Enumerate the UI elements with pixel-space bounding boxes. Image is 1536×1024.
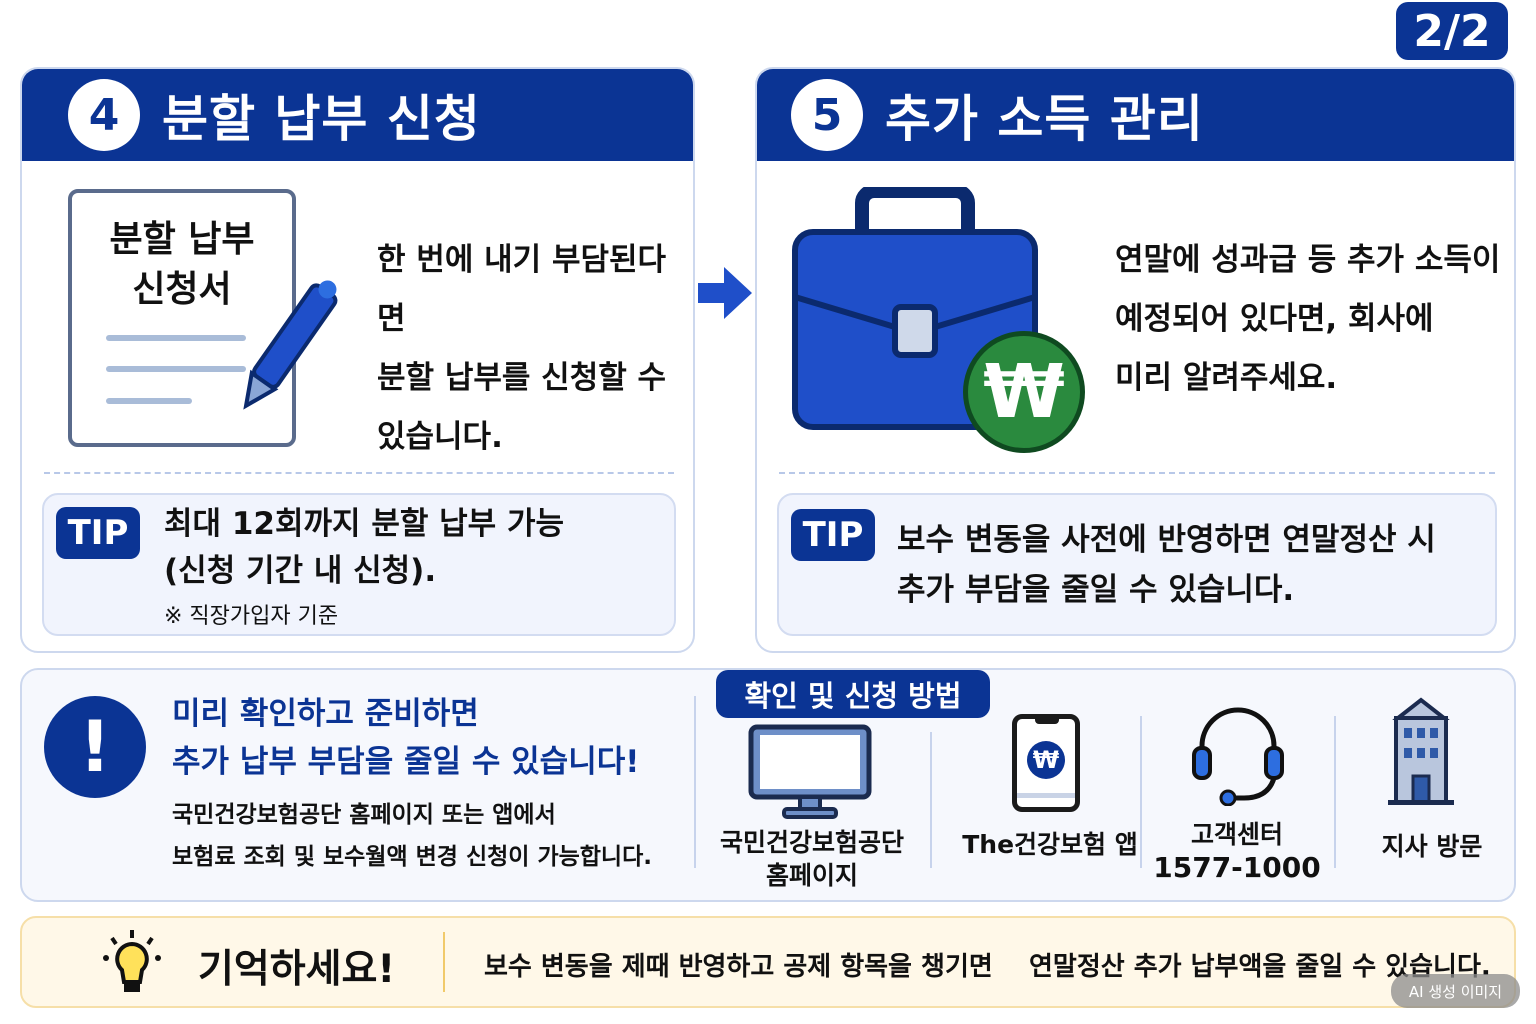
- tip-line: 추가 부담을 줄일 수 있습니다.: [897, 572, 1295, 608]
- card-installment: 4 분할 납부 신청 분할 납부 신청서 한 번에 내기 부담된다면 분할 납부…: [20, 67, 695, 653]
- monitor-icon: [748, 724, 872, 819]
- tip-line: (신청 기간 내 신청).: [164, 553, 437, 589]
- card-title: 분할 납부 신청: [162, 90, 481, 148]
- notice-desc: 보험료 조회 및 보수월액 변경 신청이 가능합니다.: [172, 844, 652, 870]
- divider: [779, 472, 1495, 474]
- notice-desc: 국민건강보험공단 홈페이지 또는 앱에서: [172, 802, 556, 828]
- info-panel: ! 미리 확인하고 준비하면 추가 납부 부담을 줄일 수 있습니다! 국민건강…: [20, 668, 1516, 902]
- step-number: 5: [791, 79, 863, 151]
- card-body: 한 번에 내기 부담된다면 분할 납부를 신청할 수 있습니다.: [377, 231, 693, 467]
- arrow-right-icon: [698, 267, 752, 319]
- remember-banner: 기억하세요! 보수 변동을 제때 반영하고 공제 항목을 챙기면 연말정산 추가…: [20, 916, 1516, 1008]
- method-app[interactable]: ₩ The건강보험 앱: [950, 714, 1150, 894]
- body-line: 예정되어 있다면, 회사에: [1115, 301, 1434, 337]
- notice-headline: 추가 납부 부담을 줄일 수 있습니다!: [172, 744, 640, 780]
- card-extra-income: 5 추가 소득 관리 ₩ 연말에 성과급 등 추가 소득이 예정되어 있다면, …: [755, 67, 1516, 653]
- won-coin-icon: ₩: [963, 331, 1085, 453]
- ai-watermark: AI 생성 이미지: [1391, 974, 1520, 1008]
- methods-title: 확인 및 신청 방법: [716, 670, 990, 718]
- lightbulb-icon: [103, 930, 161, 992]
- body-line: 분할 납부를 신청할 수: [377, 360, 667, 396]
- method-label: The건강보험 앱: [962, 830, 1138, 859]
- method-call-center[interactable]: 고객센터 1577-1000: [1152, 702, 1322, 892]
- card-title: 추가 소득 관리: [885, 90, 1204, 148]
- doc-title-line1: 분할 납부: [109, 219, 255, 260]
- won-symbol: ₩: [1027, 741, 1065, 779]
- pen-icon: [243, 280, 338, 410]
- page-indicator: 2/2: [1396, 2, 1508, 60]
- body-line: 연말에 성과급 등 추가 소득이: [1115, 242, 1501, 278]
- remember-text: 보수 변동을 제때 반영하고 공제 항목을 챙기면 연말정산 추가 납부액을 줄…: [484, 952, 1491, 982]
- notice-headline: 미리 확인하고 준비하면: [172, 696, 479, 732]
- headset-icon: [1192, 707, 1284, 806]
- doc-title-line2: 신청서: [132, 269, 232, 310]
- method-label: 1577-1000: [1153, 851, 1321, 884]
- body-line: 한 번에 내기 부담된다면: [377, 242, 667, 337]
- tip-note: ※ 직장가입자 기준: [164, 604, 339, 629]
- divider: [44, 472, 674, 474]
- method-homepage[interactable]: 국민건강보험공단 홈페이지: [712, 722, 912, 898]
- document-icon: 분할 납부 신청서: [68, 189, 296, 447]
- method-label: 홈페이지: [765, 861, 858, 890]
- body-line: 미리 알려주세요.: [1115, 360, 1338, 396]
- method-label: 고객센터: [1190, 820, 1283, 849]
- building-icon: [1388, 697, 1454, 805]
- won-symbol: ₩: [983, 349, 1065, 435]
- tip-line: 보수 변동을 사전에 반영하면 연말정산 시: [897, 522, 1436, 558]
- remember-title: 기억하세요!: [198, 947, 396, 992]
- card-header: 4 분할 납부 신청: [22, 69, 693, 161]
- body-line: 있습니다.: [377, 419, 503, 455]
- card-header: 5 추가 소득 관리: [757, 69, 1514, 161]
- method-branch-visit[interactable]: 지사 방문: [1352, 696, 1512, 886]
- smartphone-icon: ₩: [1012, 714, 1080, 812]
- tip-box: TIP 보수 변동을 사전에 반영하면 연말정산 시 추가 부담을 줄일 수 있…: [777, 493, 1497, 636]
- tip-line: 최대 12회까지 분할 납부 가능: [164, 506, 565, 542]
- tip-badge: TIP: [56, 507, 140, 559]
- card-body: 연말에 성과급 등 추가 소득이 예정되어 있다면, 회사에 미리 알려주세요.: [1115, 231, 1500, 408]
- exclamation-icon: !: [44, 696, 146, 798]
- step-number: 4: [68, 79, 140, 151]
- tip-box: TIP 최대 12회까지 분할 납부 가능 (신청 기간 내 신청). ※ 직장…: [42, 493, 676, 636]
- tip-badge: TIP: [791, 509, 875, 561]
- method-label: 지사 방문: [1381, 832, 1483, 861]
- method-label: 국민건강보험공단: [719, 828, 904, 857]
